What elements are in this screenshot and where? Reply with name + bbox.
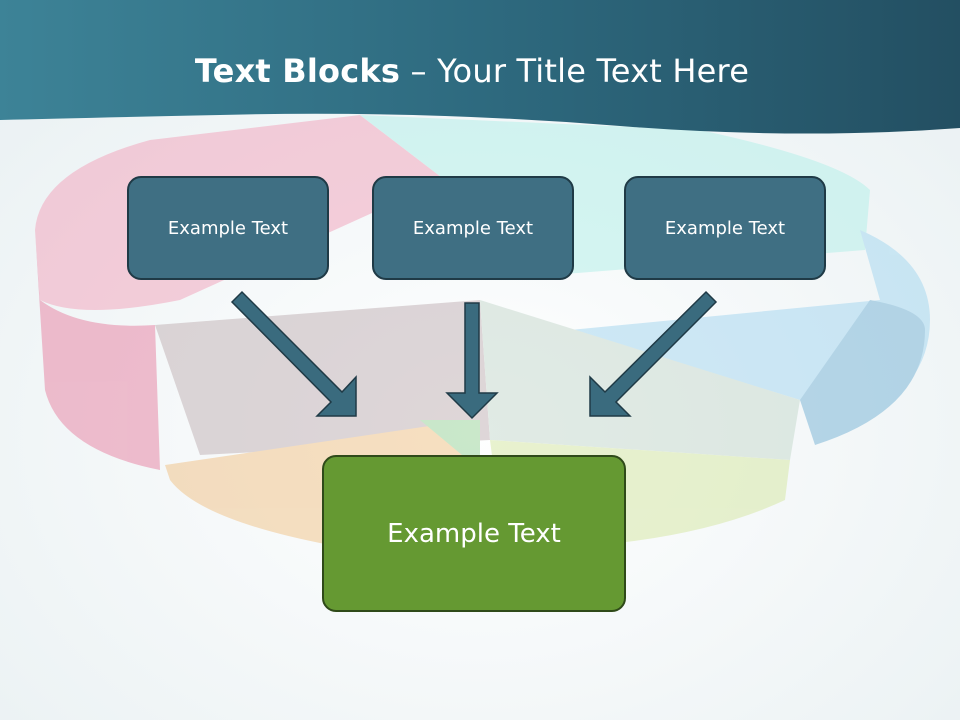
down-arrow-icon [589, 290, 718, 417]
text-block-3: Example Text [624, 176, 826, 280]
result-block: Example Text [322, 455, 626, 612]
page-title: Text Blocks – Your Title Text Here [0, 52, 944, 90]
text-block-1: Example Text [127, 176, 329, 280]
title-rest: Your Title Text Here [437, 52, 750, 90]
text-block-1-label: Example Text [167, 217, 289, 239]
result-block-label: Example Text [387, 518, 561, 549]
down-arrow-icon [230, 290, 357, 417]
text-block-2-label: Example Text [412, 217, 534, 239]
down-arrow-icon [445, 302, 499, 420]
title-dash: – [400, 52, 438, 90]
text-block-3-label: Example Text [664, 217, 786, 239]
text-block-2: Example Text [372, 176, 574, 280]
title-bold: Text Blocks [194, 52, 401, 90]
